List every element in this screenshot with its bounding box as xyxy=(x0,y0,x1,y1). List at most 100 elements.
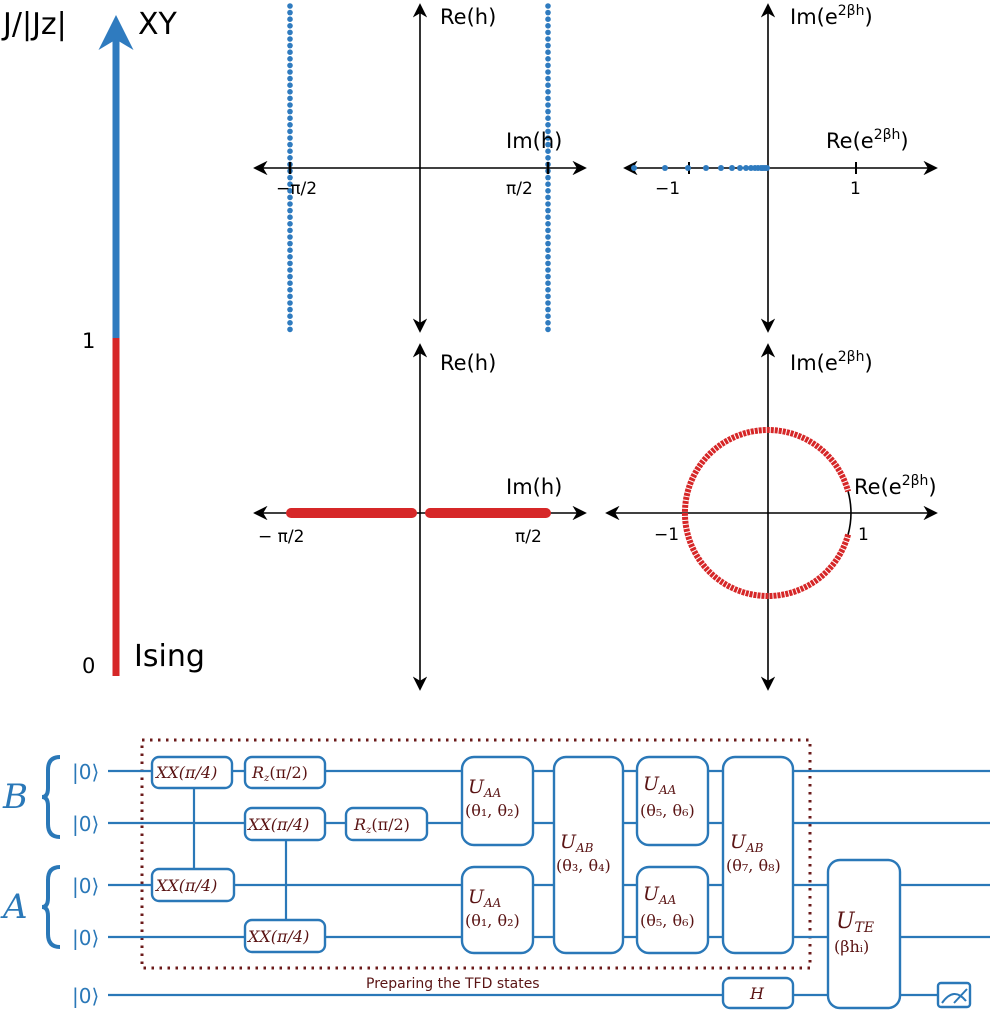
xy-point xyxy=(287,82,293,88)
xy-point xyxy=(287,287,293,293)
xy-e-point xyxy=(764,165,770,171)
tick-pos: π/2 xyxy=(515,527,542,547)
xy-point xyxy=(545,89,551,95)
xy-point xyxy=(545,188,551,194)
xy-point xyxy=(545,102,551,108)
xy-point xyxy=(287,174,293,181)
xy-point xyxy=(545,221,551,227)
xy-point xyxy=(545,115,551,121)
register-a: A xyxy=(0,887,28,927)
xy-point xyxy=(287,102,293,108)
xy-point xyxy=(545,174,551,181)
svg-text:UAA: UAA xyxy=(468,776,502,800)
uaa-gate: UAA(θ₁, θ₂) xyxy=(460,755,535,847)
xy-e-point xyxy=(703,165,709,171)
xy-point xyxy=(545,326,551,333)
svg-text:H: H xyxy=(749,984,765,1003)
svg-text:|0⟩: |0⟩ xyxy=(72,874,99,898)
xy-point xyxy=(545,75,551,82)
xy-point xyxy=(287,214,293,220)
tick-1: 1 xyxy=(850,179,861,199)
xy-point xyxy=(545,49,551,55)
axis-label: J/|Jz| xyxy=(1,7,67,42)
svg-text:XX(π/4): XX(π/4) xyxy=(246,815,309,834)
quantum-circuit: Preparing the TFD states |0⟩ |0⟩ |0⟩ |0⟩… xyxy=(0,738,990,1010)
xy-point xyxy=(287,207,293,214)
svg-text:Rz(π/2): Rz(π/2) xyxy=(353,815,410,836)
xy-e-point xyxy=(718,165,724,171)
xy-point xyxy=(545,62,551,69)
xy-point xyxy=(545,306,551,313)
xy-point xyxy=(287,75,293,82)
svg-text:XX(π/4): XX(π/4) xyxy=(154,763,217,782)
xy-point xyxy=(545,293,551,300)
re-e-label: Re(e2βh) xyxy=(854,473,937,499)
xy-point xyxy=(545,135,551,141)
tick-pos: π/2 xyxy=(506,179,533,199)
xy-point xyxy=(545,148,551,154)
xy-point xyxy=(287,221,293,227)
svg-text:XX(π/4): XX(π/4) xyxy=(246,927,309,946)
xy-point xyxy=(287,122,293,128)
xy-e-point xyxy=(631,165,637,171)
re-label: Re(h) xyxy=(440,351,496,375)
xy-point xyxy=(545,29,551,36)
xy-point xyxy=(287,89,293,95)
xy-label: XY xyxy=(138,7,178,42)
xy-point xyxy=(545,280,551,287)
xy-point xyxy=(545,240,551,247)
hadamard-gate: H xyxy=(721,976,795,1010)
svg-text:(θ₇, θ₈): (θ₇, θ₈) xyxy=(726,856,781,875)
tick-neg1: −1 xyxy=(655,179,680,199)
xy-point xyxy=(287,273,293,280)
kets: |0⟩ |0⟩ |0⟩ |0⟩ |0⟩ xyxy=(72,760,99,1008)
im-label: Im(h) xyxy=(506,475,562,499)
xy-point xyxy=(287,108,293,115)
xy-point xyxy=(545,194,551,201)
xx-gate: XX(π/4) xyxy=(243,918,327,954)
ute-gate: UTE(βhᵢ) xyxy=(826,858,902,1010)
xy-point xyxy=(287,141,293,148)
xy-point xyxy=(287,267,293,273)
xy-point xyxy=(545,201,551,207)
xx-gate: XX(π/4) xyxy=(243,806,327,842)
uaa-gate: UAA(θ₁, θ₂) xyxy=(460,865,535,955)
xy-point xyxy=(545,82,551,88)
im-e-label: Im(e2βh) xyxy=(790,3,873,29)
svg-text:(θ₅, θ₆): (θ₅, θ₆) xyxy=(640,801,695,820)
xy-point xyxy=(287,247,293,253)
svg-text:|0⟩: |0⟩ xyxy=(72,984,99,1008)
xy-point xyxy=(287,201,293,207)
im-e-label: Im(e2βh) xyxy=(790,349,873,375)
re-label: Re(h) xyxy=(440,5,496,29)
svg-text:UAA: UAA xyxy=(643,883,677,907)
xy-point xyxy=(545,155,551,161)
xy-point xyxy=(545,214,551,220)
xx-gate: XX(π/4) xyxy=(150,867,236,903)
xy-point xyxy=(545,128,551,135)
xy-point xyxy=(287,280,293,287)
svg-text:|0⟩: |0⟩ xyxy=(72,760,99,784)
xy-point xyxy=(287,115,293,121)
tick-1: 1 xyxy=(858,525,869,545)
svg-text:UAB: UAB xyxy=(730,831,764,855)
unit-circle-arc xyxy=(682,427,851,599)
xy-point xyxy=(287,148,293,154)
xy-point xyxy=(287,42,293,49)
xy-point xyxy=(545,247,551,253)
meter-icon xyxy=(936,981,972,1009)
xy-point xyxy=(287,69,293,75)
xy-point xyxy=(287,260,293,267)
xy-point xyxy=(287,49,293,55)
uab-gate: UAB(θ₇, θ₈) xyxy=(721,755,795,955)
xy-point xyxy=(287,155,293,161)
xy-points xyxy=(287,3,551,333)
xy-point xyxy=(545,36,551,42)
xy-point xyxy=(545,95,551,102)
re-e-label: Re(e2βh) xyxy=(826,127,909,153)
xy-point xyxy=(287,194,293,201)
xy-point xyxy=(545,42,551,49)
xy-point xyxy=(287,320,293,326)
xy-e-point xyxy=(729,165,735,171)
